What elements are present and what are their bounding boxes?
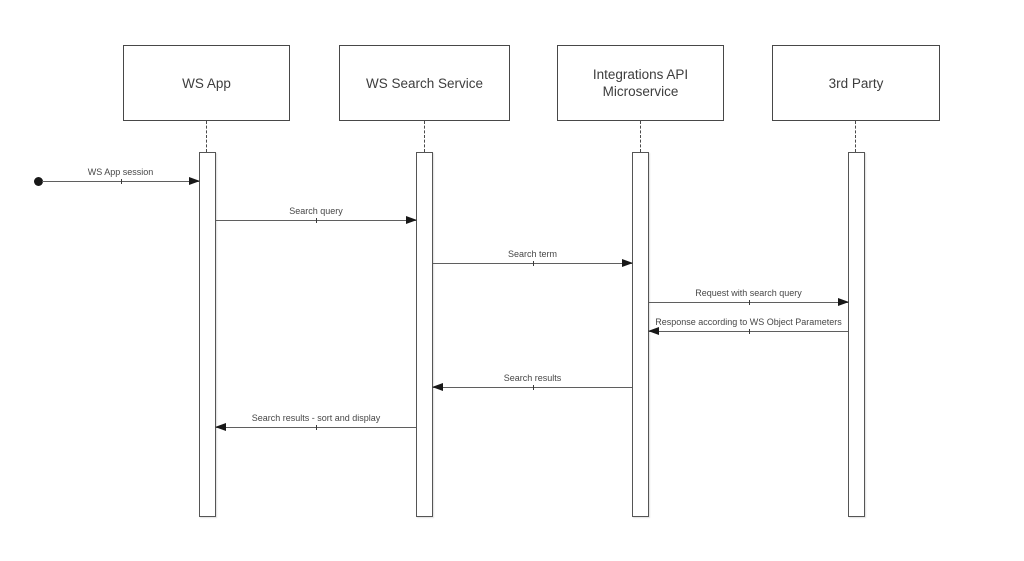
arrowhead-left-icon <box>432 383 443 391</box>
lifeline-integrations-api <box>640 121 641 152</box>
message-label: Search results - sort and display <box>251 413 381 423</box>
arrowhead-left-icon <box>215 423 226 431</box>
message-label: Request with search query <box>695 288 802 298</box>
arrowhead-right-icon <box>838 298 849 306</box>
participant-label: 3rd Party <box>828 75 884 91</box>
start-node-circle-icon[interactable] <box>34 177 43 186</box>
participant-box-ws-app[interactable]: WS App <box>123 45 290 121</box>
message-midpoint-tick <box>316 218 317 223</box>
lifeline-ws-app <box>206 121 207 152</box>
participant-box-3rd-party[interactable]: 3rd Party <box>772 45 940 121</box>
message-midpoint-tick <box>120 179 122 184</box>
lifeline-3rd-party <box>855 121 856 152</box>
message-label: Search results <box>503 373 562 383</box>
lifeline-ws-search-service <box>424 121 425 152</box>
message-midpoint-tick <box>316 425 317 430</box>
participant-label: Integrations API Microservice <box>592 67 689 99</box>
activation-bar-ws-search-service[interactable] <box>416 152 433 517</box>
message-label: WS App session <box>87 167 154 177</box>
message-midpoint-tick <box>532 385 534 390</box>
message-label: Response according to WS Object Paramete… <box>655 317 842 327</box>
message-midpoint-tick <box>532 261 534 266</box>
message-midpoint-tick <box>748 329 750 334</box>
activation-bar-ws-app[interactable] <box>199 152 216 517</box>
activation-bar-3rd-party[interactable] <box>848 152 865 517</box>
message-label: Search term <box>507 249 558 259</box>
arrowhead-right-icon <box>189 177 200 185</box>
participant-box-integrations-api[interactable]: Integrations API Microservice <box>557 45 724 121</box>
activation-bar-integrations-api[interactable] <box>632 152 649 517</box>
message-midpoint-tick <box>748 300 750 305</box>
participant-label: WS App <box>182 75 231 91</box>
participant-label: WS Search Service <box>365 75 484 91</box>
arrowhead-right-icon <box>622 259 633 267</box>
participant-box-ws-search-service[interactable]: WS Search Service <box>339 45 510 121</box>
arrowhead-right-icon <box>406 216 417 224</box>
arrowhead-left-icon <box>648 327 659 335</box>
message-label: Search query <box>289 206 343 216</box>
